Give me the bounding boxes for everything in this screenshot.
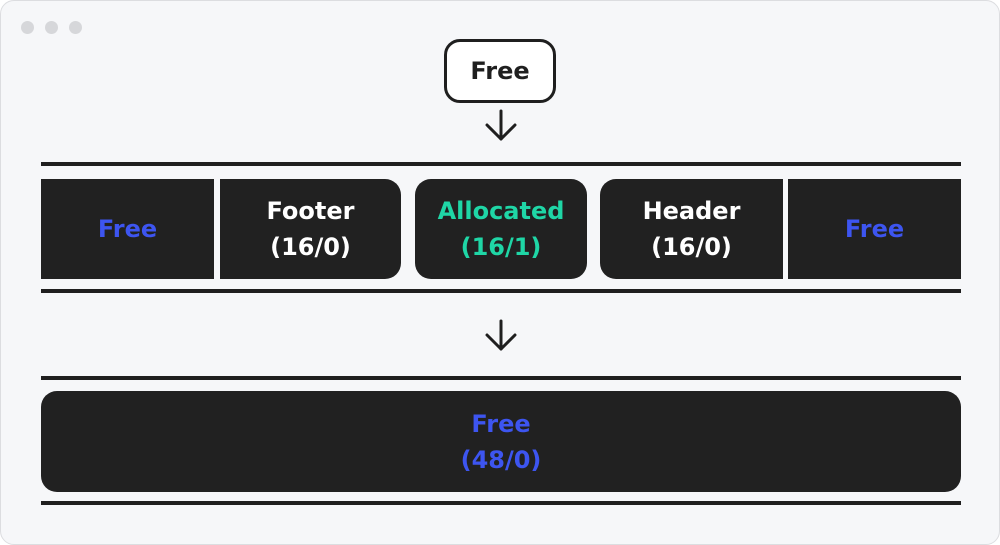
merged-free-block: Free (48/0)	[41, 391, 961, 492]
block-label: Free	[471, 409, 531, 438]
block-size: (48/0)	[460, 445, 542, 474]
block-label: Footer	[266, 197, 355, 225]
block-label: Header	[642, 197, 741, 225]
free-block-right: Free	[788, 179, 961, 279]
arrow-down-icon	[485, 109, 517, 141]
window-dot-icon	[45, 21, 58, 34]
allocated-block: Allocated (16/1)	[415, 179, 587, 279]
block-label: Allocated	[437, 197, 565, 225]
free-block-left: Free	[41, 179, 214, 279]
free-operation-box: Free	[444, 39, 556, 103]
heap-boundary-line	[41, 162, 961, 166]
heap-boundary-line	[41, 501, 961, 505]
arrow-down-icon	[485, 319, 517, 351]
window-dot-icon	[69, 21, 82, 34]
block-label: Free	[844, 215, 905, 243]
block-size: (16/0)	[651, 233, 732, 261]
heap-boundary-line	[41, 289, 961, 293]
footer-block: Footer (16/0)	[220, 179, 401, 279]
window-dot-icon	[21, 21, 34, 34]
header-block: Header (16/0)	[600, 179, 783, 279]
block-size: (16/0)	[270, 233, 351, 261]
heap-boundary-line	[41, 376, 961, 380]
block-label: Free	[97, 215, 158, 243]
block-size: (16/1)	[460, 233, 542, 261]
free-operation-label: Free	[470, 57, 530, 85]
